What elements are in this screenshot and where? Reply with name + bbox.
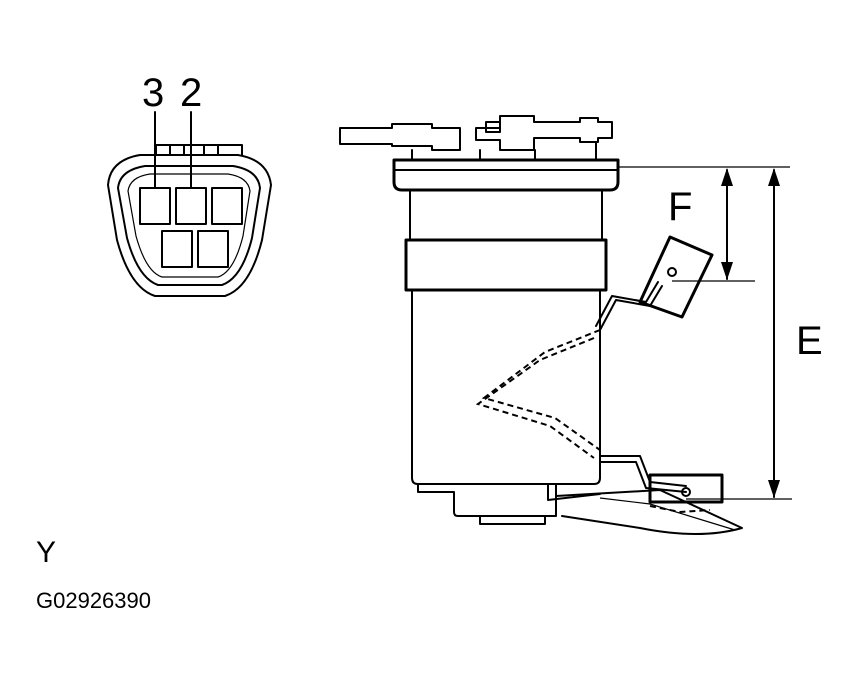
float-full bbox=[638, 235, 714, 319]
terminal-5 bbox=[161, 230, 193, 268]
terminal-4 bbox=[197, 230, 229, 268]
float-arm-full bbox=[595, 235, 714, 331]
figure-code: G02926390 bbox=[36, 588, 151, 613]
float-arm-empty bbox=[599, 455, 724, 514]
terminal-1 bbox=[211, 187, 243, 225]
float-arm-swing bbox=[475, 329, 601, 459]
view-label: Y bbox=[36, 536, 56, 569]
terminal-3 bbox=[139, 187, 171, 225]
dimension-lines bbox=[618, 166, 792, 500]
pin-2-label: 2 bbox=[180, 71, 202, 115]
float-empty bbox=[648, 473, 724, 504]
dim-f-label: F bbox=[668, 185, 692, 229]
dim-e-label: E bbox=[796, 319, 823, 363]
pin-3-label: 3 bbox=[142, 71, 164, 115]
sender-unit bbox=[339, 115, 743, 535]
terminal-2 bbox=[175, 187, 207, 225]
connector-face bbox=[107, 111, 272, 297]
